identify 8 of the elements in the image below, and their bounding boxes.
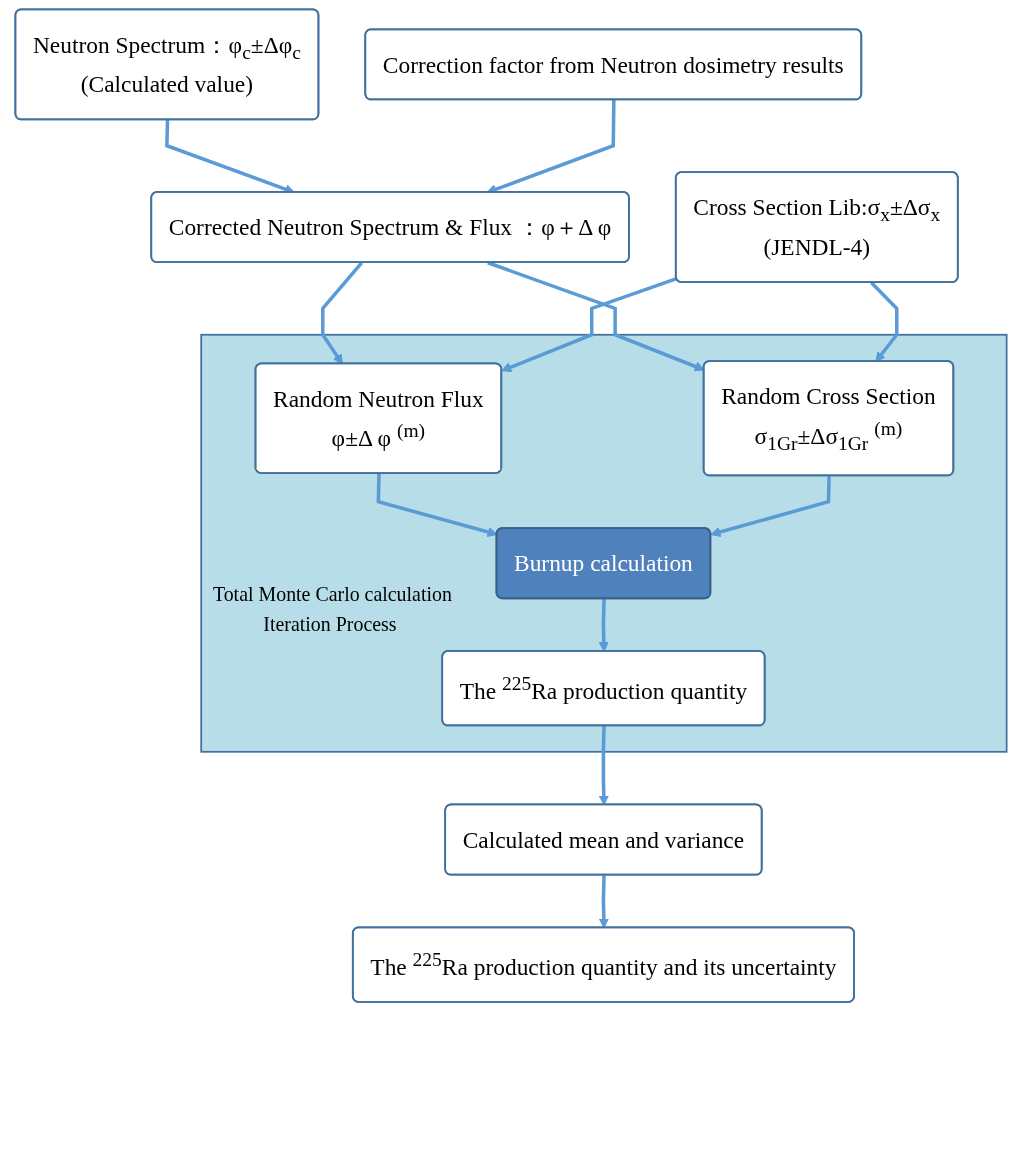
arrow [598, 726, 609, 806]
arrow [376, 473, 498, 538]
arrow [598, 598, 609, 652]
arrow [321, 261, 363, 365]
arrow [598, 875, 609, 929]
arrow [501, 276, 678, 373]
arrow [710, 475, 831, 537]
arrow [870, 281, 899, 363]
